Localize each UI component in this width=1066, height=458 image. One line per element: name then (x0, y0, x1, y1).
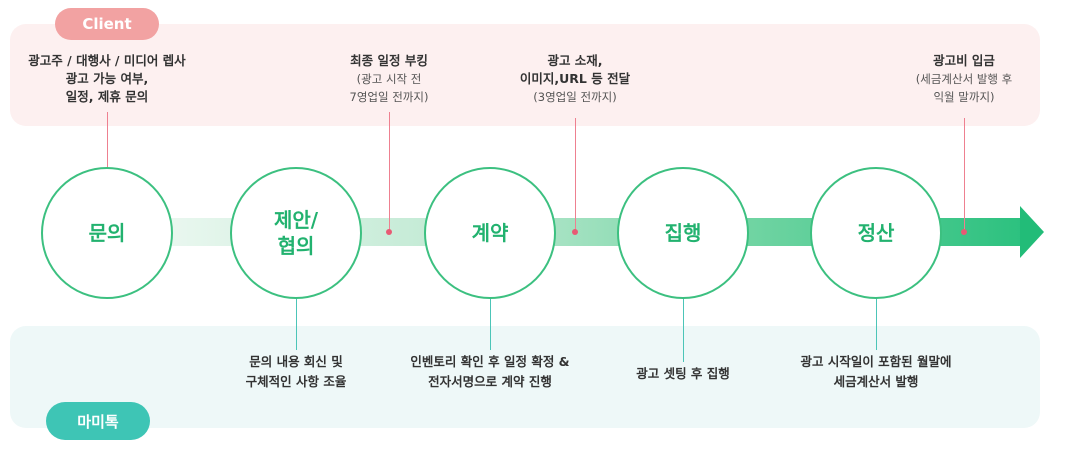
mamitalk-pill: 마미톡 (46, 402, 150, 440)
step-proposal: 제안/ 협의 (230, 167, 362, 299)
step-inquiry-label: 문의 (88, 221, 126, 245)
step-execution-label: 집행 (664, 221, 702, 245)
step-proposal-label: 제안/ 협의 (273, 208, 319, 258)
mamitalk-band (10, 326, 1040, 428)
step-contract-label: 계약 (471, 221, 509, 245)
client-note-inquiry: 광고주 / 대행사 / 미디어 렙사 광고 가능 여부, 일정, 제휴 문의 (0, 52, 214, 106)
mamitalk-note-execution-text: 광고 셋팅 후 집행 (636, 366, 730, 381)
client-note-booking-title: 최종 일정 부킹 (350, 53, 428, 68)
mamitalk-note-proposal-text: 문의 내용 회신 및 구체적인 사항 조율 (245, 354, 347, 389)
connector-booking (389, 112, 390, 232)
step-inquiry: 문의 (41, 167, 173, 299)
client-note-booking: 최종 일정 부킹 (광고 시작 전 7영업일 전까지) (314, 52, 464, 106)
client-note-material-sub: (3영업일 전까지) (533, 90, 617, 104)
connector-settlement (876, 282, 877, 350)
client-note-material-title: 광고 소재, 이미지,URL 등 전달 (519, 53, 631, 86)
mamitalk-note-contract: 인벤토리 확인 후 일정 확정 & 전자서명으로 계약 진행 (385, 352, 595, 392)
client-note-material: 광고 소재, 이미지,URL 등 전달 (3영업일 전까지) (495, 52, 655, 106)
step-settlement-label: 정산 (857, 221, 895, 245)
client-note-inquiry-text: 광고주 / 대행사 / 미디어 렙사 광고 가능 여부, 일정, 제휴 문의 (28, 53, 186, 104)
step-settlement: 정산 (810, 167, 942, 299)
connector-inquiry (107, 112, 108, 183)
client-band (10, 24, 1040, 126)
client-note-payment: 광고비 입금 (세금계산서 발행 후 익월 말까지) (884, 52, 1044, 106)
connector-dot-material (572, 229, 578, 235)
connector-execution (683, 282, 684, 362)
client-note-booking-sub: (광고 시작 전 7영업일 전까지) (349, 72, 429, 104)
flow-arrow-head (1020, 206, 1044, 258)
connector-contract (490, 282, 491, 350)
connector-material (575, 118, 576, 232)
mamitalk-note-settlement: 광고 시작일이 포함된 월말에 세금계산서 발행 (776, 352, 976, 392)
client-note-payment-title: 광고비 입금 (933, 53, 995, 68)
mamitalk-note-contract-text: 인벤토리 확인 후 일정 확정 & 전자서명으로 계약 진행 (410, 354, 570, 389)
connector-payment (964, 118, 965, 232)
step-execution: 집행 (617, 167, 749, 299)
client-note-payment-sub: (세금계산서 발행 후 익월 말까지) (915, 72, 1013, 104)
mamitalk-note-execution: 광고 셋팅 후 집행 (608, 364, 758, 384)
connector-dot-payment (961, 229, 967, 235)
client-pill: Client (55, 8, 159, 40)
mamitalk-note-settlement-text: 광고 시작일이 포함된 월말에 세금계산서 발행 (800, 354, 952, 389)
connector-proposal (296, 282, 297, 350)
step-contract: 계약 (424, 167, 556, 299)
mamitalk-note-proposal: 문의 내용 회신 및 구체적인 사항 조율 (211, 352, 381, 392)
connector-dot-booking (386, 229, 392, 235)
